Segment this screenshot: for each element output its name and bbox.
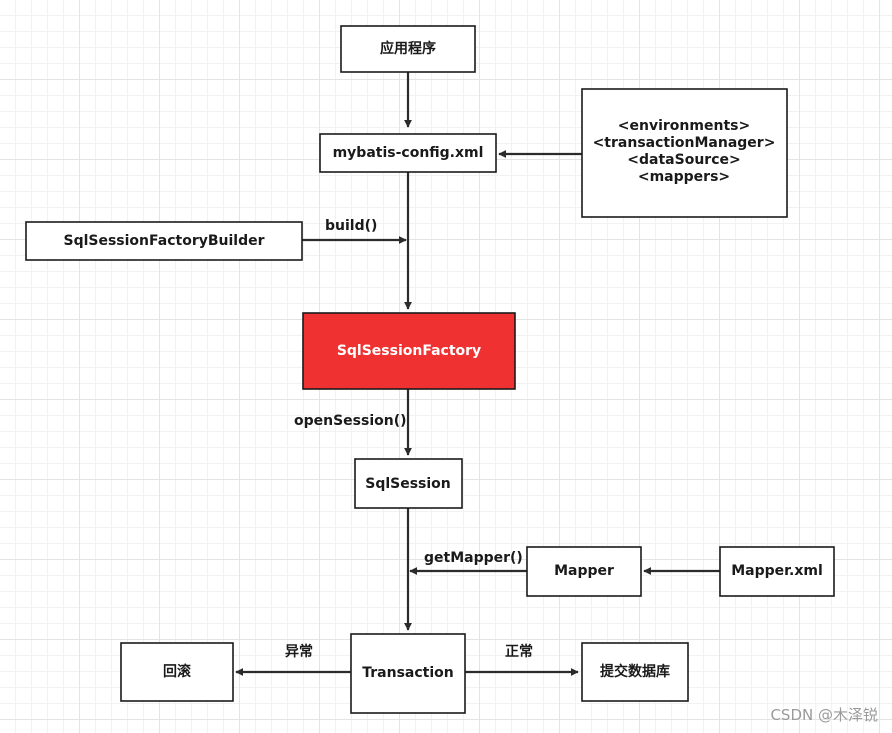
edge-label-normal: 正常 <box>505 643 533 660</box>
node-config: mybatis-config.xml <box>319 133 497 173</box>
edges <box>235 72 720 676</box>
node-mapper-xml: Mapper.xml <box>719 546 835 597</box>
node-app-label: 应用程序 <box>380 40 436 57</box>
config-item-transaction-manager: <transactionManager> <box>593 135 776 151</box>
node-mapper-xml-label: Mapper.xml <box>731 563 823 579</box>
edge-label-build: build() <box>325 218 377 234</box>
node-rollback-label: 回滚 <box>163 663 192 680</box>
node-session: SqlSession <box>354 458 463 509</box>
node-transaction-label: Transaction <box>362 665 454 681</box>
node-app: 应用程序 <box>340 25 476 73</box>
node-config-label: mybatis-config.xml <box>333 145 484 161</box>
node-transaction: Transaction <box>350 633 466 714</box>
node-commit: 提交数据库 <box>581 642 689 702</box>
config-item-data-source: <dataSource> <box>627 152 740 168</box>
node-mapper: Mapper <box>526 546 642 597</box>
edge-labels: build() openSession() getMapper() 异常 正常 <box>285 218 533 660</box>
watermark: CSDN @木泽锐 <box>770 706 878 724</box>
edge-label-open-session: openSession() <box>294 413 407 429</box>
node-builder: SqlSessionFactoryBuilder <box>25 221 303 261</box>
node-commit-label: 提交数据库 <box>600 663 670 680</box>
node-factory: SqlSessionFactory <box>302 312 516 390</box>
config-item-mappers: <mappers> <box>638 169 730 185</box>
node-session-label: SqlSession <box>365 476 451 492</box>
config-item-environments: <environments> <box>618 118 750 134</box>
node-mapper-label: Mapper <box>554 563 614 579</box>
node-rollback: 回滚 <box>120 642 234 702</box>
node-builder-label: SqlSessionFactoryBuilder <box>63 233 264 249</box>
node-factory-label: SqlSessionFactory <box>337 343 481 359</box>
edge-label-get-mapper: getMapper() <box>424 550 523 566</box>
node-config-contents: <environments> <transactionManager> <dat… <box>581 88 788 218</box>
edge-label-exception: 异常 <box>285 643 313 660</box>
